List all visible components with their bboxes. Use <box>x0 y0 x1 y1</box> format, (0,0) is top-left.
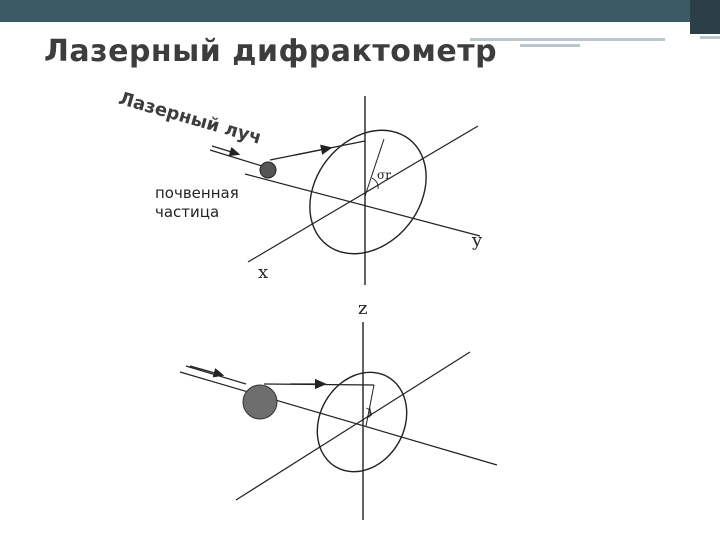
upper-x-label: x <box>258 262 269 283</box>
header-band-light <box>0 22 690 34</box>
upper-radius-line <box>364 138 385 197</box>
upper-x-axis <box>247 125 479 263</box>
upper-y-axis <box>244 173 481 237</box>
header-stripe-2 <box>520 44 580 47</box>
lower-incident-beam <box>185 365 247 385</box>
particle-label-line1: почвенная <box>155 184 239 202</box>
lower-diffraction-ring <box>316 371 408 473</box>
upper-y-label: y <box>472 230 483 251</box>
upper-angle-arc <box>371 177 379 190</box>
lower-angle-label: j <box>368 404 372 418</box>
lower-y-axis <box>179 371 498 466</box>
title-bar-decoration <box>0 0 720 47</box>
lower-beam-arrow <box>189 365 225 378</box>
upper-diagram <box>209 96 481 285</box>
lower-soil-particle <box>242 384 278 420</box>
particle-label-line2: частица <box>155 203 220 221</box>
lower-angle-arc <box>365 407 372 417</box>
upper-beam-arrow <box>211 145 241 157</box>
soil-particle-label: почвенная частица <box>155 184 265 222</box>
slide-title: Лазерный дифрактометр <box>44 34 498 69</box>
lower-radius-line <box>365 384 375 427</box>
z-label: z <box>358 298 368 319</box>
upper-soil-particle <box>259 161 277 179</box>
lower-x-axis <box>235 351 471 501</box>
header-stripe-1 <box>470 38 665 41</box>
lower-diagram <box>179 322 498 520</box>
upper-diffraction-ring <box>309 129 427 255</box>
upper-angle-label: σr <box>377 168 391 182</box>
upper-incident-beam <box>209 149 263 167</box>
header-stripe-3 <box>700 36 720 39</box>
upper-scattered-arrow <box>294 144 333 156</box>
header-band-dark <box>0 0 720 22</box>
header-band-corner <box>690 0 720 34</box>
